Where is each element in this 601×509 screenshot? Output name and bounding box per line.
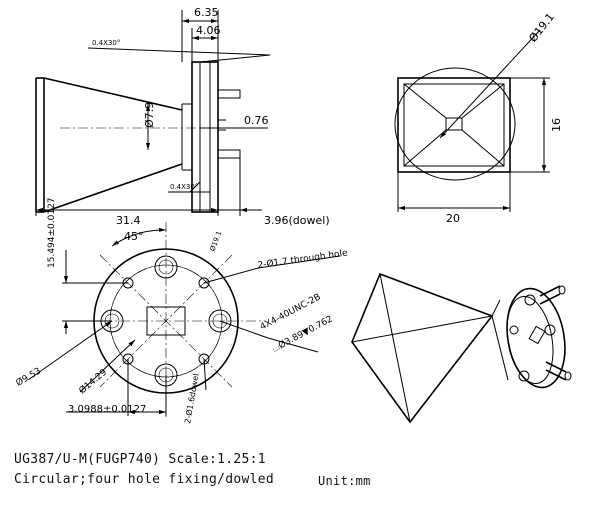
width-label: 20 [446,212,460,225]
flange-dim-label: 0.76 [244,114,269,127]
isometric-view [351,272,572,424]
small-diameter-label: Ø19.1 [209,230,224,253]
caption-description: Circular;four hole fixing/dowled [14,472,275,487]
front-diameter-label: Ø19.1 [526,11,557,45]
dia-1429-label: Ø14.29 [77,367,109,397]
front-view: Ø19.1 16 20 [394,11,563,225]
chamfer-bottom-label: 0.4X30° [170,183,198,191]
height-label: 16 [550,118,563,132]
chamfer-top-label: 0.4X30° [92,39,120,47]
dowel-length-label: 3.96(dowel) [264,214,330,227]
dia-953-label: Ø9.53 [14,366,43,389]
caption-unit: Unit:mm [318,474,371,488]
through-hole-label: 2-Ø1.7 through hole [257,247,349,271]
dim-top-outer: 6.35 [194,6,219,19]
angle-label: 45° [124,230,144,243]
side-view: 6.35 4.06 0.4X30° 0.4X30° Ø7.9 0.76 31.4… [35,6,330,227]
dowel-holes-label: 2-Ø1.6dowel [182,373,201,425]
caption-title: UG387/U-M(FUGP740) Scale:1.25:1 [14,452,266,467]
length-label: 31.4 [116,214,141,227]
dim-top-inner: 4.06 [196,24,221,37]
vertical-dim-label: 15.494±0.0127 [47,197,57,268]
bottom-dim-label: 3.0988±0.0127 [68,404,146,415]
throat-diameter-label: Ø7.9 [143,102,156,128]
flange-view: 45° Ø19.1 2-Ø1.7 through hole 15.494±0.0… [14,197,349,424]
